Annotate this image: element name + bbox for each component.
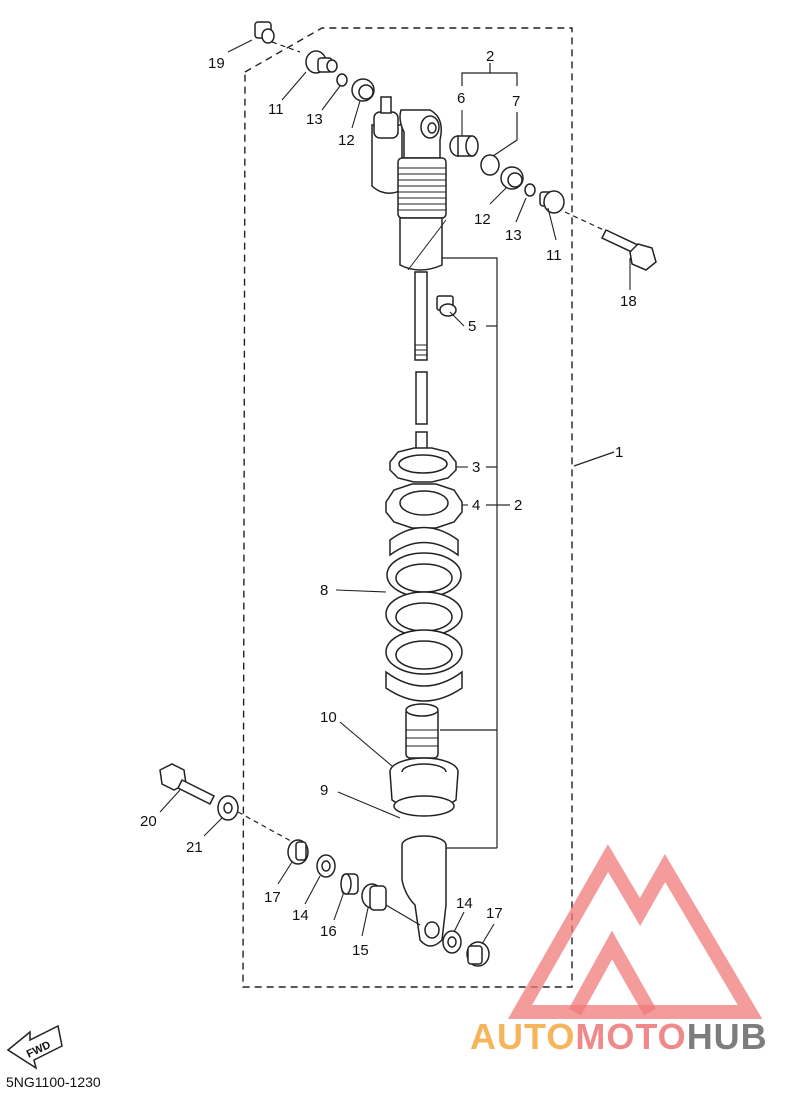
part-19-nut — [254, 21, 275, 44]
part-13-oring-right — [524, 183, 536, 197]
callout-18: 18 — [620, 293, 637, 310]
bracket-lines — [440, 63, 615, 849]
part-11-collar-left — [305, 50, 338, 74]
bolt-axis-20 — [237, 811, 301, 847]
callout-8: 8 — [320, 582, 328, 599]
part-3-ring-nut — [389, 447, 457, 483]
assembly-boundary — [242, 27, 573, 988]
diagram-code: 5NG1100-1230 — [6, 1074, 101, 1090]
part-18-bolt — [600, 229, 657, 271]
callout-17-left: 17 — [264, 889, 281, 906]
bolt-axis-18 — [564, 211, 609, 233]
watermark-brand: AUTOMOTOHUB — [470, 1016, 768, 1058]
leader-lines — [159, 39, 631, 945]
part-21-washer — [217, 795, 239, 821]
callout-14-left: 14 — [292, 907, 309, 924]
callout-5: 5 — [468, 318, 476, 335]
part-4-lock-nut — [385, 483, 463, 529]
bolt-axis-19 — [271, 41, 301, 53]
shock-shaft — [414, 271, 428, 361]
part-7-ring — [480, 154, 500, 176]
callout-16: 16 — [320, 923, 337, 940]
part-20-bolt — [159, 763, 216, 806]
callout-9: 9 — [320, 782, 328, 799]
part-13-oring-left — [336, 73, 348, 87]
brand-auto: AUTO — [470, 1016, 576, 1057]
callout-14-right: 14 — [456, 895, 473, 912]
part-14-seal-right — [442, 930, 462, 954]
callout-2-right: 2 — [514, 497, 522, 514]
callout-labels: 1 2 2 3 4 5 6 7 8 9 10 11 11 12 12 13 13… — [140, 48, 637, 959]
brand-hub: HUB — [686, 1016, 768, 1057]
brand-moto: MOTO — [575, 1016, 687, 1057]
part-16-sleeve — [340, 873, 359, 895]
parts — [159, 21, 657, 967]
callout-19: 19 — [208, 55, 225, 72]
callout-7: 7 — [512, 93, 520, 110]
fwd-arrow-icon: FWD — [6, 1024, 63, 1070]
callout-17-right: 17 — [486, 905, 503, 922]
part-12-seal-right — [500, 166, 524, 190]
part-14-seal-left — [316, 854, 336, 878]
part-12-seal-left — [351, 78, 375, 102]
part-6-bushing — [449, 135, 479, 157]
callout-13-right: 13 — [505, 227, 522, 244]
callout-13-left: 13 — [306, 111, 323, 128]
part-15-bearing — [361, 883, 387, 911]
watermark-logo-icon — [507, 844, 763, 1019]
shock-top-body — [371, 96, 447, 271]
part-17-collar-left — [287, 839, 309, 865]
callout-11-left: 11 — [268, 101, 284, 118]
shaft-segment — [415, 371, 428, 425]
callout-4: 4 — [472, 497, 480, 514]
callout-3: 3 — [472, 459, 480, 476]
callout-2-top: 2 — [486, 48, 494, 65]
part-11-collar-right — [539, 190, 565, 214]
part-9-spring-seat — [389, 757, 459, 817]
callout-20: 20 — [140, 813, 157, 830]
callout-11-right: 11 — [546, 247, 562, 264]
callout-6: 6 — [457, 90, 465, 107]
part-17-collar-right — [466, 941, 490, 967]
callout-1: 1 — [615, 444, 623, 461]
callout-12-right: 12 — [474, 211, 491, 228]
shock-lower-clevis — [401, 835, 447, 947]
callout-21: 21 — [186, 839, 203, 856]
callout-10: 10 — [320, 709, 337, 726]
callout-12-left: 12 — [338, 132, 355, 149]
part-10-bump-stop — [405, 703, 439, 759]
part-5-nut — [436, 295, 457, 317]
callout-15: 15 — [352, 942, 369, 959]
part-8-spring — [385, 526, 463, 702]
